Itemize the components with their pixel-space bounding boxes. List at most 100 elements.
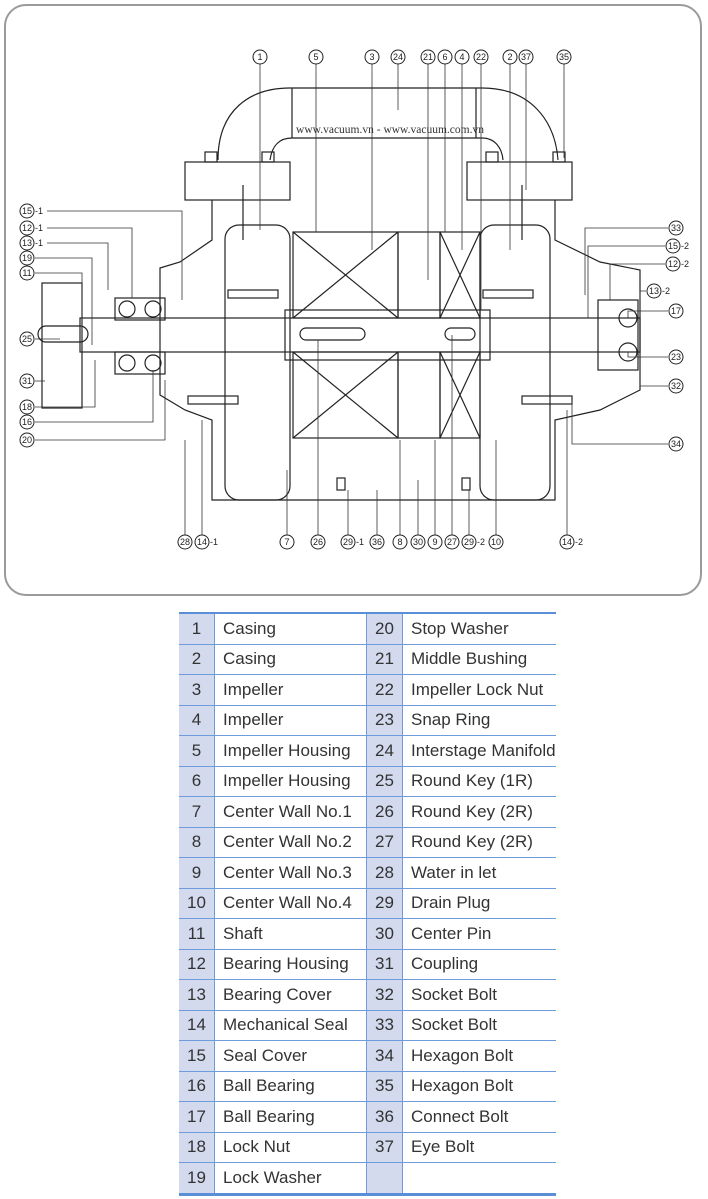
part-name: Bearing Housing [214,949,367,980]
callout-circle [19,331,35,347]
callout-number: 23 [671,352,681,362]
part-number: 34 [366,1040,403,1072]
callout-number: 4 [459,52,464,62]
callout-circle [473,49,489,65]
leader-line [35,370,154,423]
callout-number: 31 [22,376,32,386]
part-number: 20 [366,613,403,645]
part-name: Center Wall No.2 [214,827,367,858]
callout-number: 11 [22,268,31,278]
part-name: Shaft [214,918,367,950]
callout-number: 29 [343,537,353,547]
leader-line [639,290,646,300]
leader-line [584,227,668,295]
part-name: Impeller Lock Nut [402,674,556,706]
callout: 6 [437,49,453,232]
part-name: Snap Ring [402,705,556,736]
callout-number: 12 [668,259,678,269]
callout-number: 7 [284,537,289,547]
callout-suffix: -1 [35,223,43,233]
callout-circle [668,349,684,365]
callout: 30 [410,480,426,550]
callout-circle [556,49,572,65]
callout: 24 [390,49,406,110]
part-number: 16 [179,1071,215,1102]
part-name: Middle Bushing [402,644,556,675]
callout: 29-1 [340,490,364,550]
callout-circle [19,265,35,281]
part-name [402,1162,556,1195]
callout-circle [420,49,436,65]
callout: 29-2 [461,490,485,550]
callout-circle [177,534,193,550]
callout-circle [518,49,534,65]
part-number: 25 [366,766,403,797]
callout-circle [364,49,380,65]
part-number: 1 [179,613,215,645]
callout-suffix: -2 [662,286,670,296]
callout-number: 5 [313,52,318,62]
leader-line [35,257,93,345]
callout: 27 [444,335,460,550]
leader-line [587,245,665,318]
callout-number: 32 [671,381,681,391]
part-number: 18 [179,1132,215,1163]
callout: 28 [177,440,193,550]
callout: 8 [392,440,408,550]
callout-circle [437,49,453,65]
leader-line [627,310,668,318]
part-number: 32 [366,979,403,1011]
callout-circle [444,534,460,550]
callout-circle [308,49,324,65]
callout: 33 [584,220,684,295]
callout-circle [19,414,35,430]
part-number [366,1162,403,1195]
callout-circle [369,534,385,550]
callout-number: 20 [22,435,32,445]
leader-line [47,210,183,300]
callout-circle [310,534,326,550]
callout-number: 15 [668,241,678,251]
callout-suffix: -1 [210,537,218,547]
part-name: Seal Cover [214,1040,367,1072]
part-name: Round Key (2R) [402,827,556,858]
watermark-text: www.vacuum.vn - www.vacuum.com.vn [296,124,484,136]
callout: 34 [571,400,684,452]
callout-number: 36 [372,537,382,547]
callout: 23 [627,349,684,365]
part-name: Casing [214,613,367,645]
leader-line [35,272,83,330]
callout: 19 [19,250,93,345]
part-number: 6 [179,766,215,797]
callout-number: 37 [521,52,531,62]
callout-suffix: -2 [681,241,689,251]
callout-circle [279,534,295,550]
part-name: Interstage Manifold [402,735,556,767]
diagram-frame [4,4,702,596]
callout: 2 [502,49,518,250]
callout-suffix: -1 [35,238,43,248]
callout-number: 13 [22,238,32,248]
callout: 14-1 [194,420,218,550]
callout: 16 [19,370,154,430]
leader-line [35,360,96,408]
callout-circle [194,534,210,550]
part-name: Impeller Housing [214,766,367,797]
callout: 11 [19,265,83,330]
callout: 36 [369,490,385,550]
part-number: 27 [366,827,403,858]
callout-circle [559,534,575,550]
callout: 10 [488,440,504,550]
callout-circle [646,283,662,299]
